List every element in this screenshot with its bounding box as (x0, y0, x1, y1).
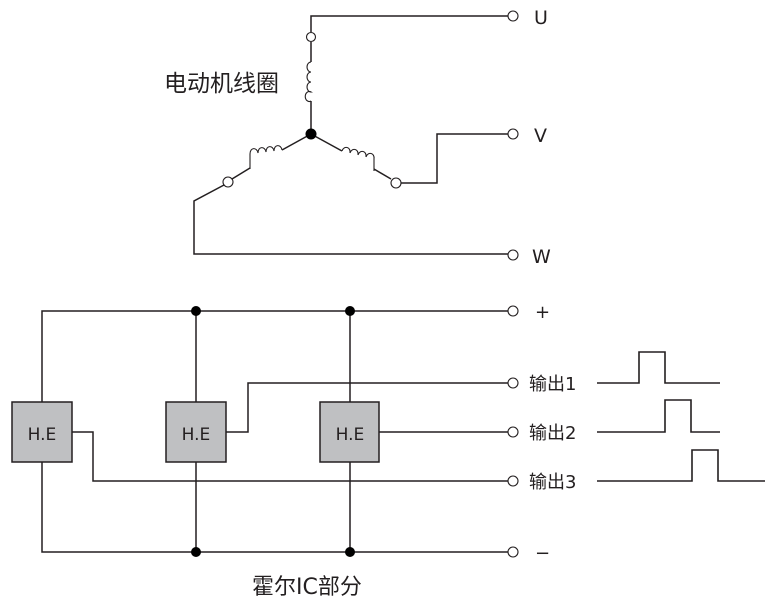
hall-element-3-label: H.E (336, 425, 365, 445)
output3-label: 输出3 (529, 472, 576, 493)
coil-u-end-terminal (305, 31, 317, 43)
coil-u (304, 61, 313, 103)
plus-junction-1 (191, 306, 201, 316)
hall-element-1: H.E (11, 401, 73, 463)
hall-element-3: H.E (319, 401, 380, 463)
hall-element-2: H.E (165, 401, 227, 463)
minus-label: − (535, 543, 550, 564)
terminal-w (507, 249, 519, 261)
output1-wire (226, 382, 508, 433)
output2-waveform (597, 399, 720, 433)
terminal-plus (507, 305, 519, 317)
coil-v-end-terminal (390, 177, 402, 189)
minus-junction-1 (191, 547, 201, 557)
terminal-output1 (507, 377, 519, 389)
terminal-u-label: U (534, 7, 548, 29)
terminal-u (507, 10, 519, 22)
minus-junction-2 (345, 547, 355, 557)
terminal-v (507, 128, 519, 140)
coil-w-end-terminal (222, 176, 234, 188)
coil-v (341, 146, 375, 171)
terminal-minus (507, 546, 519, 558)
motor-coil-label: 电动机线圈 (164, 71, 279, 97)
plus-junction-2 (345, 306, 355, 316)
terminal-output3 (507, 475, 519, 487)
hall-element-2-label: H.E (182, 425, 211, 445)
terminal-w-label: W (532, 246, 551, 268)
output3-wire (72, 431, 508, 482)
neutral-junction (305, 128, 317, 140)
hall-ic-section: H.E H.E H.E + − 输出1 输出2 输出3 霍尔IC部分 (11, 302, 765, 600)
output2-label: 输出2 (529, 423, 576, 444)
wire-u (310, 15, 508, 134)
output1-label: 输出1 (529, 374, 576, 395)
hall-element-1-label: H.E (28, 425, 57, 445)
output3-waveform (597, 449, 765, 482)
hall-ic-caption: 霍尔IC部分 (252, 575, 362, 600)
wire-w (193, 133, 508, 255)
coil-w (249, 145, 283, 169)
terminal-v-label: V (534, 125, 547, 147)
plus-label: + (535, 302, 550, 323)
motor-winding: U V W 电动机线圈 (164, 7, 551, 268)
minus-rail (41, 462, 508, 553)
plus-rail (41, 310, 508, 402)
wire-v (310, 133, 508, 184)
terminal-output2 (507, 426, 519, 438)
output1-waveform (597, 351, 720, 384)
